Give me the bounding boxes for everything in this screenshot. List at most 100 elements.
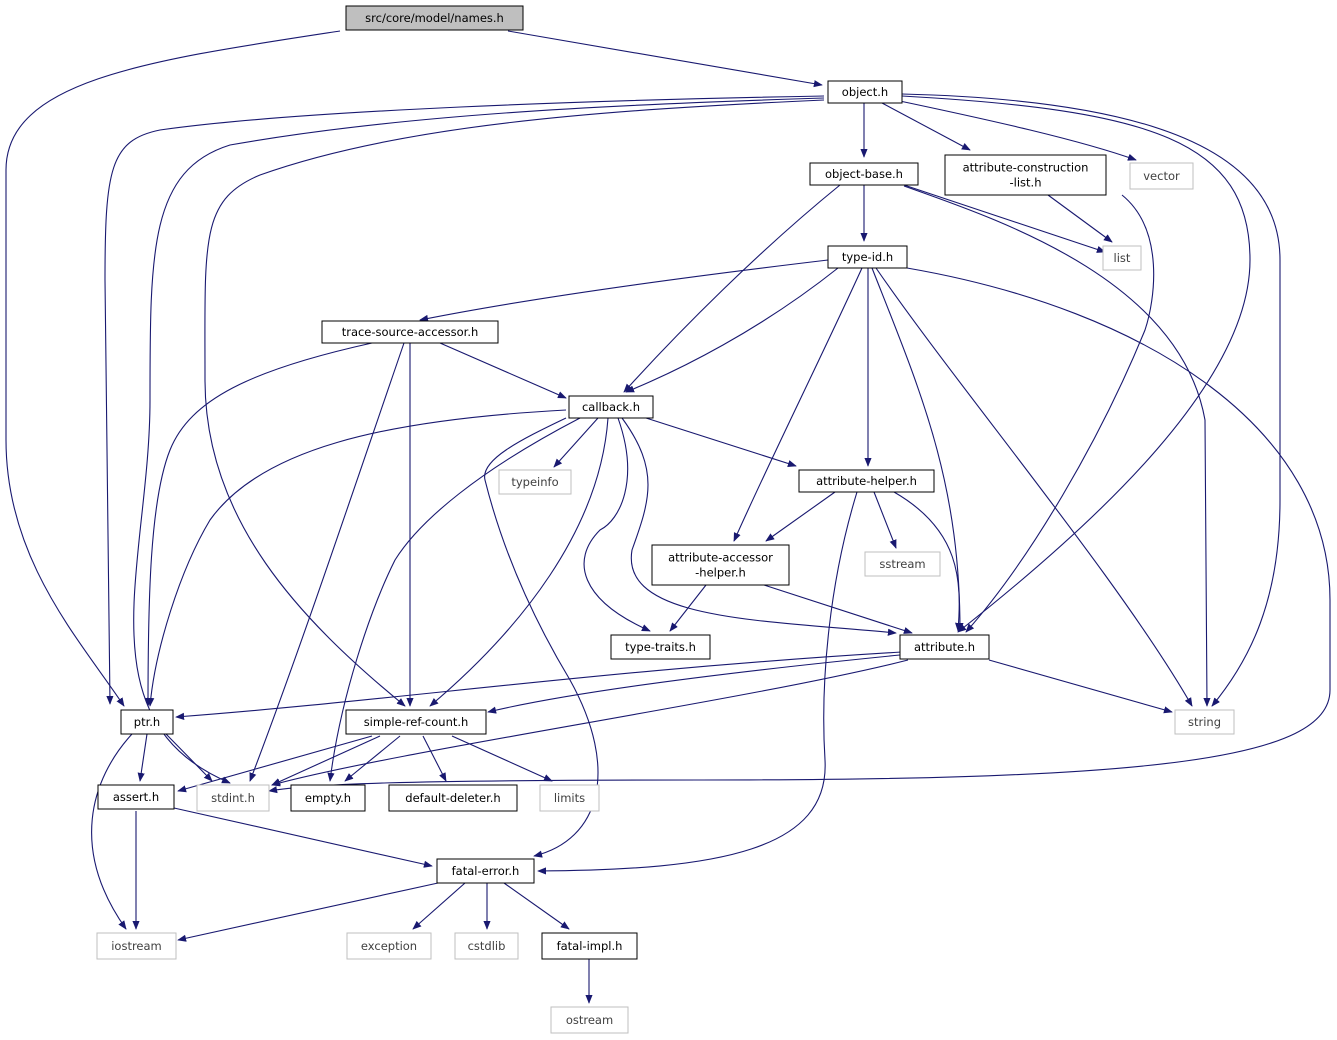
edge-callback-to-srcount <box>429 417 609 707</box>
node-type-traits[interactable]: type-traits.h <box>610 634 711 660</box>
node-label: ptr.h <box>134 715 160 729</box>
edge-object-to-string <box>901 93 1281 707</box>
node-box <box>798 469 935 493</box>
node-acl[interactable]: attribute-construction-list.h <box>944 154 1107 196</box>
node-names[interactable]: src/core/model/names.h <box>345 5 524 31</box>
node-sstream: sstream <box>864 551 941 577</box>
node-object[interactable]: object.h <box>827 80 903 104</box>
edge-srcount-to-stdint <box>271 735 381 786</box>
edge-attribute-to-stdint <box>271 659 909 787</box>
edge-attr_helper-to-sstream <box>873 491 897 549</box>
node-label: attribute-construction <box>963 161 1089 175</box>
edge-fatal_error-to-iostream <box>177 882 439 942</box>
node-box <box>864 551 941 577</box>
edge-type_id-to-attribute <box>871 267 964 632</box>
edge-attr_helper-to-attribute <box>893 491 963 632</box>
node-box <box>610 634 711 660</box>
node-label: -helper.h <box>695 566 746 580</box>
node-label: vector <box>1143 169 1180 183</box>
edge-attribute-to-string <box>988 659 1173 714</box>
node-callback[interactable]: callback.h <box>568 395 654 419</box>
node-label: -list.h <box>1010 176 1042 190</box>
node-ptr[interactable]: ptr.h <box>120 709 174 735</box>
edge-attr_acc-to-attribute <box>763 584 913 634</box>
edge-ptr-to-stdint <box>165 733 213 782</box>
node-label: exception <box>361 939 417 953</box>
edges-layer <box>5 30 1331 1004</box>
edge-fatal_error-to-fatal_impl <box>503 882 570 930</box>
node-list: list <box>1102 245 1142 271</box>
node-cstdlib: cstdlib <box>454 932 519 960</box>
node-box <box>97 784 175 810</box>
edge-object_base-to-string <box>903 185 1211 707</box>
node-box <box>827 245 908 269</box>
node-type-id[interactable]: type-id.h <box>827 245 908 269</box>
node-object-base[interactable]: object-base.h <box>809 162 919 186</box>
node-label: fatal-error.h <box>452 864 520 878</box>
edge-attribute-to-ptr <box>175 651 903 720</box>
node-attribute[interactable]: attribute.h <box>899 634 990 660</box>
node-label: fatal-impl.h <box>557 939 623 953</box>
node-box <box>944 154 1107 196</box>
edge-callback-to-type_traits <box>583 417 651 632</box>
node-label: src/core/model/names.h <box>365 11 504 25</box>
node-string: string <box>1174 709 1235 735</box>
node-box <box>196 784 270 812</box>
edge-fatal_error-to-exception <box>412 882 466 930</box>
node-label: string <box>1188 715 1221 729</box>
edge-callback-to-ptr <box>147 409 567 707</box>
edge-callback-to-attr_helper <box>645 417 797 467</box>
edge-object_base-to-callback <box>623 184 841 393</box>
node-assert[interactable]: assert.h <box>97 784 175 810</box>
node-srcount[interactable]: simple-ref-count.h <box>345 709 487 735</box>
node-box <box>651 544 790 586</box>
node-fatal-impl[interactable]: fatal-impl.h <box>541 932 638 960</box>
node-box <box>120 709 174 735</box>
node-empty[interactable]: empty.h <box>290 784 366 812</box>
node-fatal-error[interactable]: fatal-error.h <box>436 858 535 884</box>
node-label: object-base.h <box>825 167 903 181</box>
edge-srcount-to-default_deleter <box>422 735 447 782</box>
node-box <box>96 932 177 960</box>
node-box <box>436 858 535 884</box>
node-default-deleter[interactable]: default-deleter.h <box>388 784 518 812</box>
node-attr-acc[interactable]: attribute-accessor-helper.h <box>651 544 790 586</box>
edge-attribute-to-srcount <box>487 654 901 714</box>
edge-object_base-to-list <box>903 184 1106 253</box>
node-box <box>1102 245 1142 271</box>
edge-srcount-to-limits <box>451 735 553 782</box>
node-label: stdint.h <box>211 791 255 805</box>
edge-type_id-to-attr_acc <box>733 267 863 542</box>
edge-type_id-to-callback <box>625 267 839 393</box>
edge-type_id-to-tsa <box>419 259 829 322</box>
node-label: attribute.h <box>914 640 975 654</box>
node-ostream: ostream <box>550 1006 629 1034</box>
node-label: ostream <box>566 1013 613 1027</box>
node-typeinfo: typeinfo <box>498 469 572 495</box>
edge-acl-to-list <box>1047 194 1113 243</box>
node-box <box>899 634 990 660</box>
node-box <box>454 932 519 960</box>
node-label: cstdlib <box>468 939 506 953</box>
node-attr-helper[interactable]: attribute-helper.h <box>798 469 935 493</box>
edge-object-to-ptr <box>104 95 825 705</box>
node-box <box>345 5 524 31</box>
node-box <box>827 80 903 104</box>
edge-srcount-to-empty <box>344 735 401 782</box>
node-label: typeinfo <box>511 475 558 489</box>
edge-callback-to-empty <box>327 417 581 782</box>
node-label: default-deleter.h <box>405 791 500 805</box>
edge-type_id-to-string <box>875 267 1193 707</box>
node-label: list <box>1114 251 1131 265</box>
edge-tsa-to-stdint <box>249 342 405 782</box>
node-vector: vector <box>1129 162 1194 190</box>
edge-names-to-ptr <box>5 30 341 707</box>
node-tsa[interactable]: trace-source-accessor.h <box>321 320 499 344</box>
edge-names-to-object <box>507 30 823 88</box>
edge-assert-to-fatal_error <box>173 807 433 868</box>
edge-object-to-acl <box>881 102 971 151</box>
edge-attr_helper-to-attr_acc <box>765 491 836 542</box>
edge-object-to-srcount <box>204 99 825 707</box>
edge-srcount-to-assert <box>177 735 373 793</box>
node-box <box>809 162 919 186</box>
